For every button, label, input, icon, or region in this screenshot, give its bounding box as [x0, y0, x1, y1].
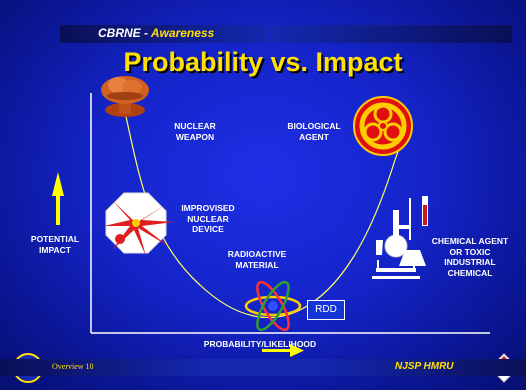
- lab-flask-icon: [372, 196, 428, 279]
- header-bar-left: [60, 25, 270, 43]
- rdd-label-box: RDD: [307, 300, 345, 320]
- biohazard-icon: [353, 96, 413, 156]
- footer-slide-number: Overview 10: [52, 362, 94, 371]
- brand-title: CBRNE - Awareness: [98, 26, 215, 40]
- explosion-icon: [104, 192, 174, 256]
- probability-arrow-icon: [262, 344, 304, 357]
- mushroom-cloud-icon: [101, 76, 149, 117]
- header-bar-right: [272, 25, 512, 43]
- footer-bar: [0, 359, 526, 376]
- atom-icon: [244, 280, 302, 332]
- x-axis-label: PROBABILITY/LIKELIHOOD: [203, 339, 317, 349]
- impact-arrow-icon: [52, 172, 64, 225]
- page-title: Probability vs. Impact: [123, 47, 403, 77]
- footer-organization: NJSP HMRU: [395, 361, 454, 372]
